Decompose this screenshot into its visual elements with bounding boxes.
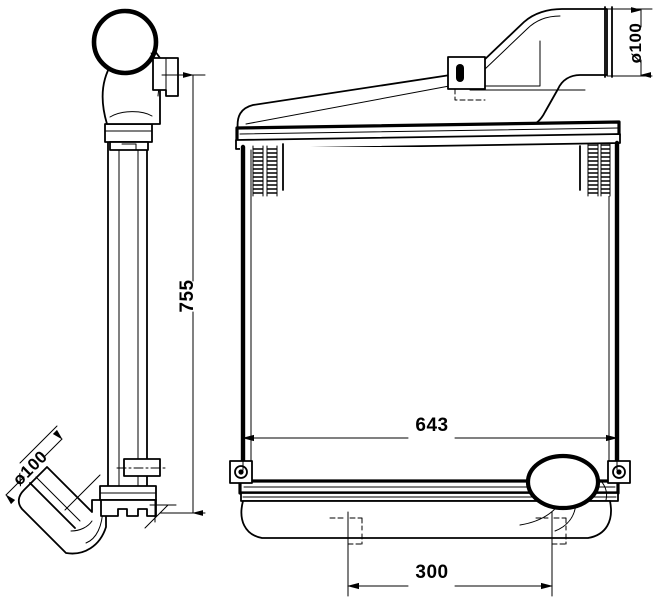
dimension-755-label: 755 <box>177 279 198 312</box>
pipe-lower-clamp <box>99 485 157 517</box>
pipe-side-mounting-lug <box>152 57 179 97</box>
fin-pack-left <box>252 143 284 197</box>
lower-mount-hole-right <box>535 511 567 597</box>
dimension-643-label: 643 <box>415 415 448 436</box>
mount-tab-left <box>229 460 253 484</box>
pipe-base-reference <box>144 499 177 529</box>
top-outlet-flange <box>604 6 613 78</box>
dimension-300-label: 300 <box>415 562 448 583</box>
side-view-inlet-pipe <box>17 8 179 555</box>
dimension-300: 300 <box>347 562 553 590</box>
front-view-cooler <box>229 6 631 597</box>
dimension-755: 755 <box>159 72 206 516</box>
lower-mount-hole-left <box>329 511 363 597</box>
outlet-port-ring <box>525 453 601 511</box>
pipe-mouth-outer-ring <box>91 8 159 76</box>
fin-pack-right <box>579 143 611 197</box>
dimension-dia100-outlet: ø100 <box>606 7 653 78</box>
pipe-top-elbow <box>91 8 161 125</box>
mount-tab-right <box>607 460 631 484</box>
dimension-643: 643 <box>242 415 618 471</box>
pipe-vertical-body <box>107 139 148 501</box>
core-body <box>240 140 620 490</box>
dimension-dia100-outlet-label: ø100 <box>626 23 645 64</box>
top-mounting-bracket <box>447 56 586 101</box>
bottom-outlet-port <box>525 453 608 511</box>
pipe-detail-box <box>116 458 169 477</box>
pipe-upper-collar <box>104 123 153 151</box>
bracket-slot-hole <box>456 64 464 82</box>
core-top-header <box>235 120 621 150</box>
